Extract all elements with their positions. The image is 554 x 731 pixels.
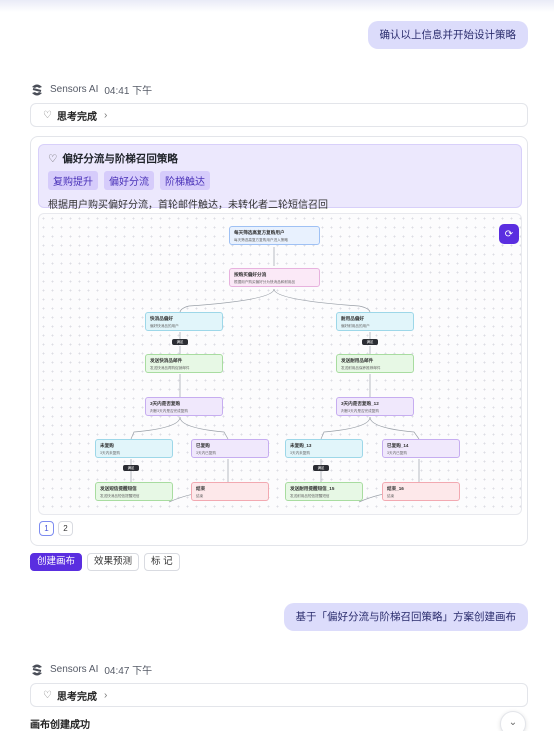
plan-summary: ♡ 偏好分流与阶梯召回策略 复购提升 偏好分流 阶梯触达 根据用户购买偏好分流，…: [38, 144, 522, 211]
action-bar: 创建画布 效果预测 标 记: [30, 553, 180, 571]
flow-node-sub: 发送快消品短信提醒短信: [100, 494, 140, 498]
flow-node-left-end[interactable]: 结束 结束: [191, 482, 269, 501]
flow-node-sub: 偏好快消品的用户: [150, 324, 179, 328]
flow-node-right-segment[interactable]: 耐用品偏好 偏好耐用品的用户: [336, 312, 414, 331]
page-button[interactable]: 1: [39, 521, 54, 536]
flow-node-sub: 发送耐用品保养推荐邮件: [341, 366, 381, 370]
flow-node-sub: 3天内未复购: [290, 451, 310, 455]
flow-node-sub: 判断3天内是否完成复购: [150, 409, 188, 413]
flow-node-right-no[interactable]: 未复购_13 3天内未复购: [285, 439, 363, 458]
flow-node-sub: 结束: [196, 494, 204, 498]
flow-canvas[interactable]: 每天筛选高复方复购用户 每天筛选高复方复购用户进入策略 按购买偏好分流 根据用户…: [38, 213, 522, 515]
refresh-icon[interactable]: ⟳: [499, 224, 519, 244]
plan-tag: 阶梯触达: [160, 171, 210, 190]
flow-node-sub: 发送耐用品短信提醒短信: [290, 494, 330, 498]
ai-name: Sensors AI: [50, 664, 99, 675]
flow-condition-pill: 满足: [362, 339, 378, 345]
flow-node-sub: 结束: [387, 494, 395, 498]
flow-condition-pill: 满足: [172, 339, 188, 345]
sensors-logo-icon: [32, 84, 42, 95]
flow-node-title: 耐用品偏好: [341, 316, 364, 321]
thinking-toggle[interactable]: ♡ 思考完成 ›: [30, 683, 528, 707]
flow-node-title: 未复购: [100, 443, 114, 448]
thinking-label: 思考完成: [56, 691, 97, 703]
flow-node-sub: 3天内未复购: [100, 451, 120, 455]
flow-node-title: 已复购: [196, 443, 210, 448]
flow-node-sub: 偏好耐用品的用户: [341, 324, 370, 328]
lightbulb-icon: ♡: [43, 689, 52, 701]
flow-node-title: 发送耐用品邮件: [341, 358, 374, 363]
flow-connectors: [130, 247, 420, 503]
user-message-bubble: 确认以上信息并开始设计策略: [367, 21, 528, 49]
ai-message-header: Sensors AI 04:47 下午: [30, 662, 152, 677]
flow-node-root[interactable]: 每天筛选高复方复购用户 每天筛选高复方复购用户进入策略: [229, 226, 320, 245]
lightbulb-icon: ♡: [43, 109, 52, 121]
plan-tags: 复购提升 偏好分流 阶梯触达: [48, 171, 512, 190]
flow-node-title: 发送耐用提醒短信_15: [290, 486, 335, 491]
chevron-right-icon: ›: [103, 689, 108, 701]
flow-node-right-sms[interactable]: 发送耐用提醒短信_15 发送耐用品短信提醒短信: [285, 482, 363, 501]
flow-node-sub: 3天内已复购: [387, 451, 407, 455]
flow-node-title: 按购买偏好分流: [234, 272, 267, 277]
plan-description: 根据用户购买偏好分流，首轮邮件触达，未转化者二轮短信召回: [48, 200, 328, 211]
flow-node-sub: 发送快消品再购促销邮件: [150, 366, 190, 370]
flow-node-title: 快消品偏好: [150, 316, 173, 321]
flow-node-title: 已复购_14: [387, 443, 409, 448]
flow-node-right-yes[interactable]: 已复购_14 3天内已复购: [382, 439, 460, 458]
flow-node-split[interactable]: 按购买偏好分流 根据用户购买偏好分为快消品和耐用品: [229, 268, 320, 287]
flow-node-sub: 根据用户购买偏好分为快消品和耐用品: [234, 280, 296, 284]
canvas-created-text: 画布创建成功: [30, 720, 90, 731]
flow-node-sub: 每天筛选高复方复购用户进入策略: [234, 238, 288, 242]
flow-node-title: 发送快消品邮件: [150, 358, 183, 363]
page-button[interactable]: 2: [58, 521, 73, 536]
plan-tag: 复购提升: [48, 171, 98, 190]
flow-node-sub: 3天内已复购: [196, 451, 216, 455]
ai-time: 04:47 下午: [104, 666, 153, 677]
flow-node-left-no[interactable]: 未复购 3天内未复购: [95, 439, 173, 458]
user-message-text: 确认以上信息并开始设计策略: [379, 29, 517, 41]
create-canvas-button[interactable]: 创建画布: [30, 553, 83, 571]
user-message-bubble: 基于「偏好分流与阶梯召回策略」方案创建画布: [283, 603, 528, 631]
thinking-toggle[interactable]: ♡ 思考完成 ›: [30, 103, 528, 127]
lightbulb-icon: ♡: [48, 152, 58, 165]
strategy-card: ♡ 偏好分流与阶梯召回策略 复购提升 偏好分流 阶梯触达 根据用户购买偏好分流，…: [30, 136, 528, 546]
flow-node-title: 结束_16: [387, 486, 404, 491]
flow-node-right-email[interactable]: 发送耐用品邮件 发送耐用品保养推荐邮件: [336, 354, 414, 373]
flow-node-left-segment[interactable]: 快消品偏好 偏好快消品的用户: [145, 312, 223, 331]
plan-tag: 偏好分流: [104, 171, 154, 190]
thinking-label: 思考完成: [56, 111, 97, 123]
flow-node-left-yes[interactable]: 已复购 3天内已复购: [191, 439, 269, 458]
flow-node-left-wait[interactable]: 3天内是否复购 判断3天内是否完成复购: [145, 397, 223, 416]
flow-node-title: 结束: [196, 486, 206, 491]
flow-node-title: 3天内是否复购_12: [341, 401, 379, 406]
flow-condition-pill: 满足: [123, 465, 139, 471]
sensors-logo-icon: [32, 664, 42, 675]
ai-message-header: Sensors AI 04:41 下午: [30, 82, 152, 97]
flow-node-title: 发送短信提醒短信: [100, 486, 137, 491]
chevron-right-icon: ›: [103, 109, 108, 121]
flow-node-left-email[interactable]: 发送快消品邮件 发送快消品再购促销邮件: [145, 354, 223, 373]
chevron-down-icon[interactable]: ⌄: [500, 711, 526, 731]
plan-title: 偏好分流与阶梯召回策略: [62, 153, 178, 165]
flow-condition-pill: 满足: [313, 465, 329, 471]
flow-node-title: 每天筛选高复方复购用户: [234, 230, 285, 235]
ai-name: Sensors AI: [50, 84, 99, 95]
flow-node-left-sms[interactable]: 发送短信提醒短信 发送快消品短信提醒短信: [95, 482, 173, 501]
top-fade: [0, 0, 554, 12]
flow-node-sub: 判断3天内是否完成复购: [341, 409, 379, 413]
mark-button[interactable]: 标 记: [144, 553, 180, 571]
flow-node-right-wait[interactable]: 3天内是否复购_12 判断3天内是否完成复购: [336, 397, 414, 416]
effect-predict-button[interactable]: 效果预测: [87, 553, 140, 571]
flow-node-title: 未复购_13: [290, 443, 312, 448]
flow-node-right-end[interactable]: 结束_16 结束: [382, 482, 460, 501]
user-message-text: 基于「偏好分流与阶梯召回策略」方案创建画布: [295, 611, 517, 623]
pagination: 1 2: [39, 521, 73, 536]
flow-node-title: 3天内是否复购: [150, 401, 181, 406]
ai-time: 04:41 下午: [104, 86, 153, 97]
